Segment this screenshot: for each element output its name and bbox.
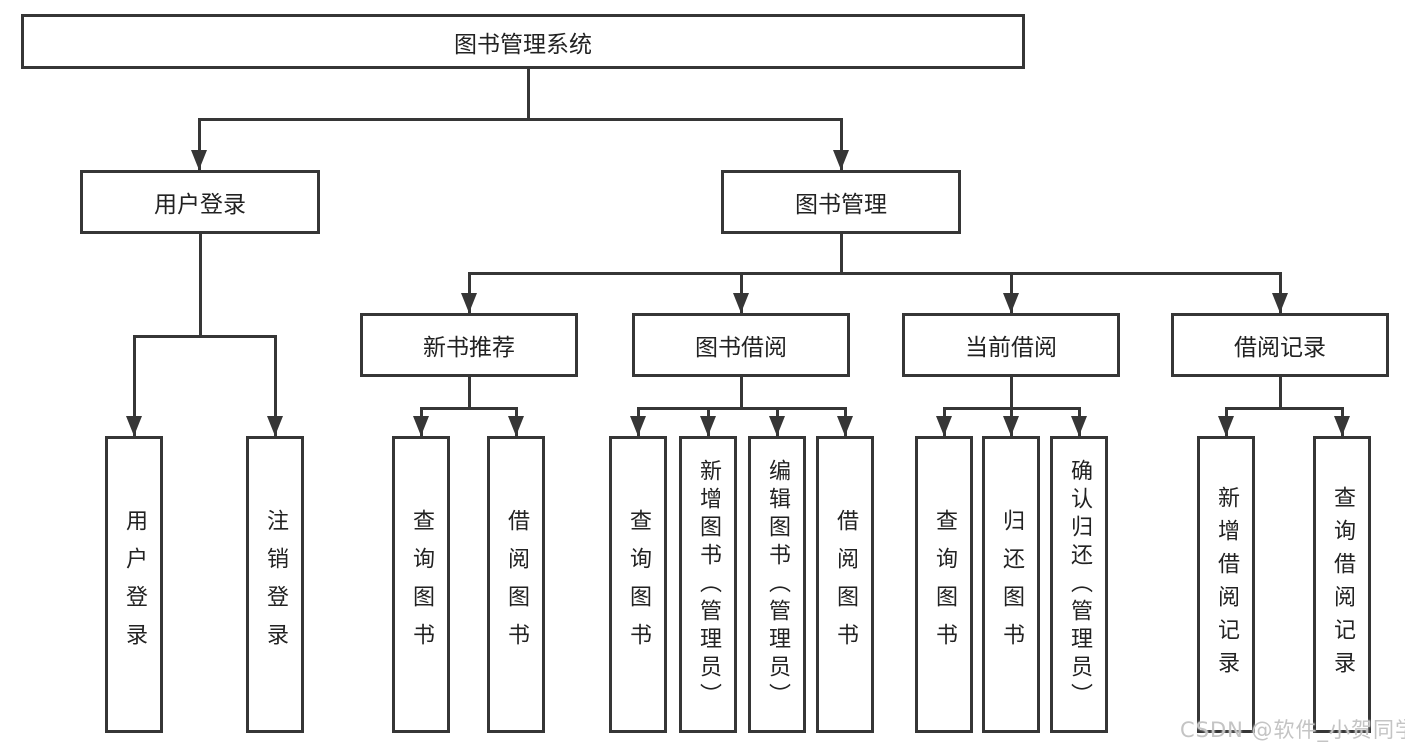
arrow-to-leaf-login (132, 335, 136, 436)
connector-current-rail (944, 407, 1081, 410)
leaf-current-confirm-return-admin: 确认归还（管理员） (1050, 436, 1108, 733)
arrow-to-user-login-branch (197, 118, 201, 170)
arrow-to-new-book-recommend (467, 272, 471, 313)
connector-user-rail (134, 335, 277, 338)
leaf-user-login: 用户登录 (105, 436, 163, 733)
arrow-to-current-return (1009, 407, 1013, 436)
arrow-to-newrec-borrow (514, 407, 518, 436)
connector-records-rail (1226, 407, 1344, 410)
node-borrow-records: 借阅记录 (1171, 313, 1389, 377)
leaf-newrec-query-books: 查询图书 (392, 436, 450, 733)
connector-borrow-rail (638, 407, 847, 410)
arrow-to-borrow-borrow (843, 407, 847, 436)
leaf-records-query-record: 查询借阅记录 (1313, 436, 1371, 733)
leaf-borrow-add-books-admin: 新增图书（管理员） (679, 436, 737, 733)
node-new-book-recommend: 新书推荐 (360, 313, 578, 377)
node-root-system: 图书管理系统 (21, 14, 1025, 69)
arrow-to-newrec-query (419, 407, 423, 436)
arrow-to-borrow-edit (775, 407, 779, 436)
connector-root-stem (526, 69, 530, 118)
leaf-borrow-borrow-books: 借阅图书 (816, 436, 874, 733)
connector-newrec-rail (421, 407, 518, 410)
arrow-to-book-mgmt-branch (839, 118, 843, 170)
arrow-to-current-confirm (1077, 407, 1081, 436)
node-book-mgmt-branch: 图书管理 (721, 170, 961, 234)
leaf-records-add-record: 新增借阅记录 (1197, 436, 1255, 733)
node-current-borrow: 当前借阅 (902, 313, 1120, 377)
connector-newrec-stem (467, 377, 471, 407)
node-user-login-branch: 用户登录 (80, 170, 320, 234)
leaf-newrec-borrow-books: 借阅图书 (487, 436, 545, 733)
arrow-to-borrow-query (636, 407, 640, 436)
connector-level1-rail (199, 118, 843, 121)
connector-user-stem (198, 234, 202, 335)
arrow-to-records-query (1340, 407, 1344, 436)
leaf-current-return-books: 归还图书 (982, 436, 1040, 733)
connector-borrow-stem (739, 377, 743, 407)
arrow-to-leaf-logout (273, 335, 277, 436)
connector-current-stem (1009, 377, 1013, 407)
arrow-to-records-add (1224, 407, 1228, 436)
arrow-to-current-query (942, 407, 946, 436)
leaf-borrow-edit-books-admin: 编辑图书（管理员） (748, 436, 806, 733)
arrow-to-borrow-records (1278, 272, 1282, 313)
node-book-borrow: 图书借阅 (632, 313, 850, 377)
arrow-to-current-borrow (1009, 272, 1013, 313)
arrow-to-borrow-add (706, 407, 710, 436)
connector-records-stem (1278, 377, 1282, 407)
leaf-current-query-books: 查询图书 (915, 436, 973, 733)
leaf-logout: 注销登录 (246, 436, 304, 733)
csdn-watermark: CSDN @软件_小贺同学 (1180, 718, 1405, 742)
leaf-borrow-query-books: 查询图书 (609, 436, 667, 733)
arrow-to-book-borrow (739, 272, 743, 313)
connector-mgmt-stem (839, 234, 843, 272)
connector-mgmt-rail (469, 272, 1282, 275)
